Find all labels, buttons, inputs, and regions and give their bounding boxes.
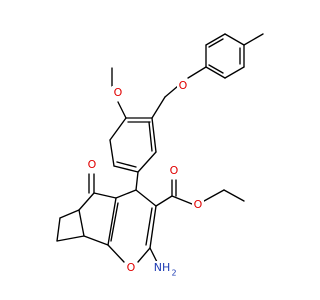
bond — [203, 189, 225, 202]
bond — [145, 207, 153, 246]
bond — [151, 117, 157, 153]
bond — [208, 38, 224, 48]
bond — [56, 235, 85, 242]
bond — [83, 235, 109, 246]
bond — [107, 244, 125, 263]
bond — [113, 165, 139, 173]
bond — [109, 117, 127, 141]
bond — [164, 85, 179, 98]
ketone-oxygen-label: O — [86, 158, 98, 172]
bond — [148, 121, 153, 152]
bond — [137, 247, 151, 263]
bond — [115, 189, 137, 199]
molecule-structure: O O O O O O NH — [0, 0, 300, 300]
bond — [187, 66, 207, 79]
bond — [137, 151, 157, 173]
bond — [135, 189, 157, 207]
bond — [78, 209, 85, 237]
ester-oxygen-label: O — [192, 198, 204, 212]
atom-o-ketone: O — [88, 158, 97, 171]
bond — [107, 197, 117, 246]
bond — [205, 66, 226, 79]
atom-label-layer: O O O O O O NH — [86, 79, 204, 279]
amino-label: NH 2 — [152, 261, 178, 279]
bond — [117, 101, 127, 119]
molecule-diagram: O O O O O O NH — [0, 0, 300, 300]
bond — [223, 189, 245, 202]
bond — [171, 195, 193, 205]
bond — [224, 33, 245, 46]
bond — [59, 209, 80, 219]
bond — [110, 202, 119, 242]
diagram-background — [0, 0, 300, 300]
bond — [149, 205, 157, 249]
carbonyl-oxygen-label: O — [168, 164, 180, 178]
bond — [243, 33, 264, 46]
atom-n-amino-subscript: 2 — [171, 269, 176, 278]
bond — [155, 195, 173, 207]
atom-o-carbonyl: O — [170, 164, 179, 177]
atom-o-ester: O — [194, 198, 203, 211]
bond — [135, 171, 139, 191]
bond — [78, 192, 95, 211]
bond-layer — [56, 33, 264, 263]
ether-oxygen-label: O — [177, 79, 189, 93]
bond — [208, 64, 224, 74]
ring-oxygen-label: O — [125, 261, 137, 275]
bond — [205, 33, 226, 46]
bond — [149, 247, 158, 263]
atom-o-ring: O — [127, 261, 136, 274]
methoxy-oxygen-label: O — [112, 86, 124, 100]
bond — [151, 96, 166, 119]
atom-n-amino: NH — [154, 261, 171, 274]
bond — [109, 139, 115, 167]
bond — [116, 161, 137, 168]
atom-o-methoxy: O — [114, 86, 123, 99]
bond — [56, 217, 61, 242]
atom-o-ether: O — [179, 79, 188, 92]
bond — [93, 192, 117, 199]
bond — [224, 66, 245, 79]
